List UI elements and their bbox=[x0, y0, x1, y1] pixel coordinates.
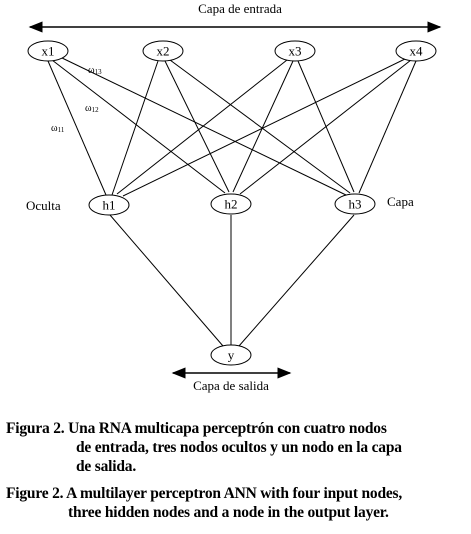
output-node-y: y bbox=[210, 344, 252, 366]
caption-spanish-line: de entrada, tres nodos ocultos y un nodo… bbox=[76, 439, 402, 456]
hidden-node-h1: h1 bbox=[88, 194, 130, 216]
caption-spanish-line: de salida. bbox=[76, 458, 137, 475]
hidden-node-label: h3 bbox=[349, 197, 362, 212]
edge-x3-h1 bbox=[116, 59, 288, 195]
caption-spanish: Figura 2. Una RNA multicapa perceptrón c… bbox=[6, 419, 402, 476]
edge-x4-h3 bbox=[358, 60, 417, 194]
caption-english: Figure 2. A multilayer perceptron ANN wi… bbox=[6, 484, 402, 522]
hidden-node-ellipse bbox=[210, 193, 252, 215]
hidden-node-ellipse bbox=[88, 194, 130, 216]
edge-x3-h2 bbox=[232, 60, 294, 193]
input-node-x2: x2 bbox=[142, 40, 184, 62]
edge-x1-h1 bbox=[47, 60, 107, 196]
hidden-node-h3: h3 bbox=[334, 193, 376, 215]
output-node-ellipse bbox=[210, 344, 252, 366]
hidden-node-label: h1 bbox=[103, 198, 116, 213]
input-node-ellipse bbox=[274, 40, 316, 62]
input-node-label: x2 bbox=[157, 44, 170, 59]
edge-h3-y bbox=[238, 214, 355, 347]
weight-label-w12: ω12 bbox=[85, 103, 99, 114]
hidden-output-edges bbox=[109, 214, 355, 347]
hidden-node-label: h2 bbox=[225, 197, 238, 212]
caption-english-line: three hidden nodes and a node in the out… bbox=[68, 504, 389, 521]
hidden-node-ellipse bbox=[334, 193, 376, 215]
edge-x2-h1 bbox=[111, 60, 159, 196]
edge-x4-h2 bbox=[239, 59, 412, 195]
input-node-ellipse bbox=[395, 40, 437, 62]
input-node-x4: x4 bbox=[395, 40, 437, 62]
caption-spanish-line: Figura 2. Una RNA multicapa perceptrón c… bbox=[6, 420, 387, 437]
input-hidden-edges bbox=[47, 56, 417, 197]
input-node-ellipse bbox=[27, 40, 69, 62]
edge-x4-h1 bbox=[122, 57, 408, 197]
input-node-ellipse bbox=[142, 40, 184, 62]
input-node-x1: x1 bbox=[27, 40, 69, 62]
weight-symbol: ω bbox=[88, 65, 95, 76]
hidden-node-h2: h2 bbox=[210, 193, 252, 215]
weight-symbol: ω bbox=[85, 103, 92, 114]
input-node-x3: x3 bbox=[274, 40, 316, 62]
weight-subscript: 11 bbox=[58, 126, 65, 134]
edge-x2-h3 bbox=[169, 59, 351, 194]
weight-subscript: 12 bbox=[92, 106, 100, 114]
edge-h1-y bbox=[109, 214, 224, 347]
output-node-label: y bbox=[228, 348, 235, 363]
hidden-layer-label-right: Capa bbox=[387, 194, 414, 209]
input-node-label: x4 bbox=[410, 44, 424, 59]
caption-english-line: Figure 2. A multilayer perceptron ANN wi… bbox=[6, 485, 403, 502]
input-node-label: x3 bbox=[289, 44, 302, 59]
input-layer-label: Capa de entrada bbox=[198, 1, 282, 16]
weight-subscript: 13 bbox=[95, 68, 103, 76]
ann-diagram: Capa de entrada x1 bbox=[26, 1, 442, 393]
hidden-layer-label-left: Oculta bbox=[26, 198, 61, 213]
weight-label-w13: ω13 bbox=[88, 65, 102, 76]
input-node-label: x1 bbox=[42, 44, 55, 59]
edge-x1-h2 bbox=[51, 59, 226, 194]
edge-x2-h2 bbox=[164, 60, 230, 193]
weight-label-w11: ω11 bbox=[51, 123, 65, 134]
weight-symbol: ω bbox=[51, 123, 58, 134]
output-layer-label: Capa de salida bbox=[193, 378, 269, 393]
